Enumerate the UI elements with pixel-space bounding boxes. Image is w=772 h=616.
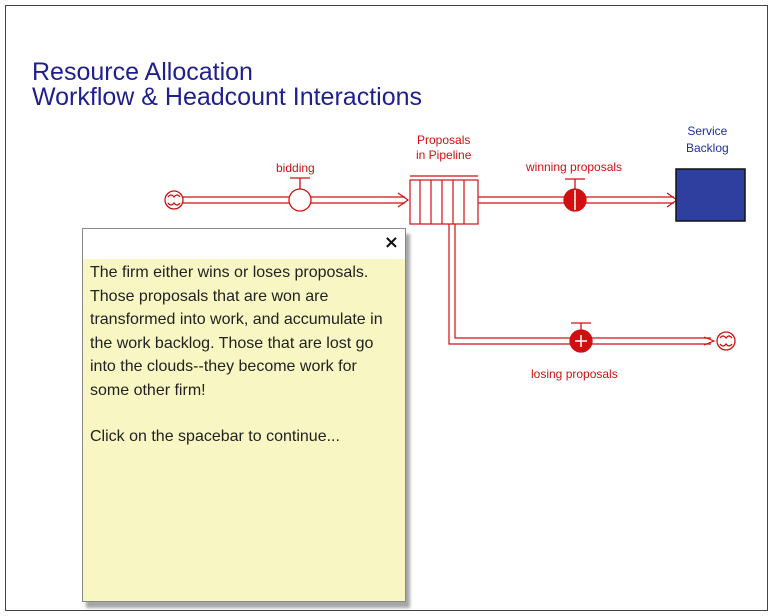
page-title: Resource Allocation Workflow & Headcount… — [32, 60, 422, 110]
winning-proposals-label: winning proposals — [526, 160, 623, 174]
valve-icon — [563, 178, 587, 212]
bidding-label: bidding — [276, 161, 315, 175]
cloud-source-icon — [164, 190, 184, 210]
pipeline-stock-label: Proposals in Pipeline — [416, 133, 472, 162]
info-popup: × The firm either wins or loses proposal… — [82, 228, 406, 602]
valve-icon — [288, 177, 312, 212]
popup-paragraph: Click on the spacebar to continue... — [90, 428, 340, 445]
title-line-1: Resource Allocation — [32, 58, 253, 86]
losing-proposals-label: losing proposals — [531, 367, 618, 381]
close-icon[interactable]: × — [383, 232, 399, 253]
valve-icon — [569, 322, 593, 353]
title-line-2: Workflow & Headcount Interactions — [32, 83, 423, 111]
popup-body: The firm either wins or loses proposals.… — [83, 259, 405, 449]
popup-header: × — [83, 229, 405, 259]
backlog-stock-box — [675, 168, 746, 222]
popup-paragraph: The firm either wins or loses proposals.… — [90, 264, 383, 399]
cloud-sink-icon — [716, 331, 736, 351]
service-backlog-label: Service Backlog — [686, 124, 729, 155]
stock-box-icon — [409, 175, 479, 225]
losing-flow-pipe — [448, 224, 716, 346]
